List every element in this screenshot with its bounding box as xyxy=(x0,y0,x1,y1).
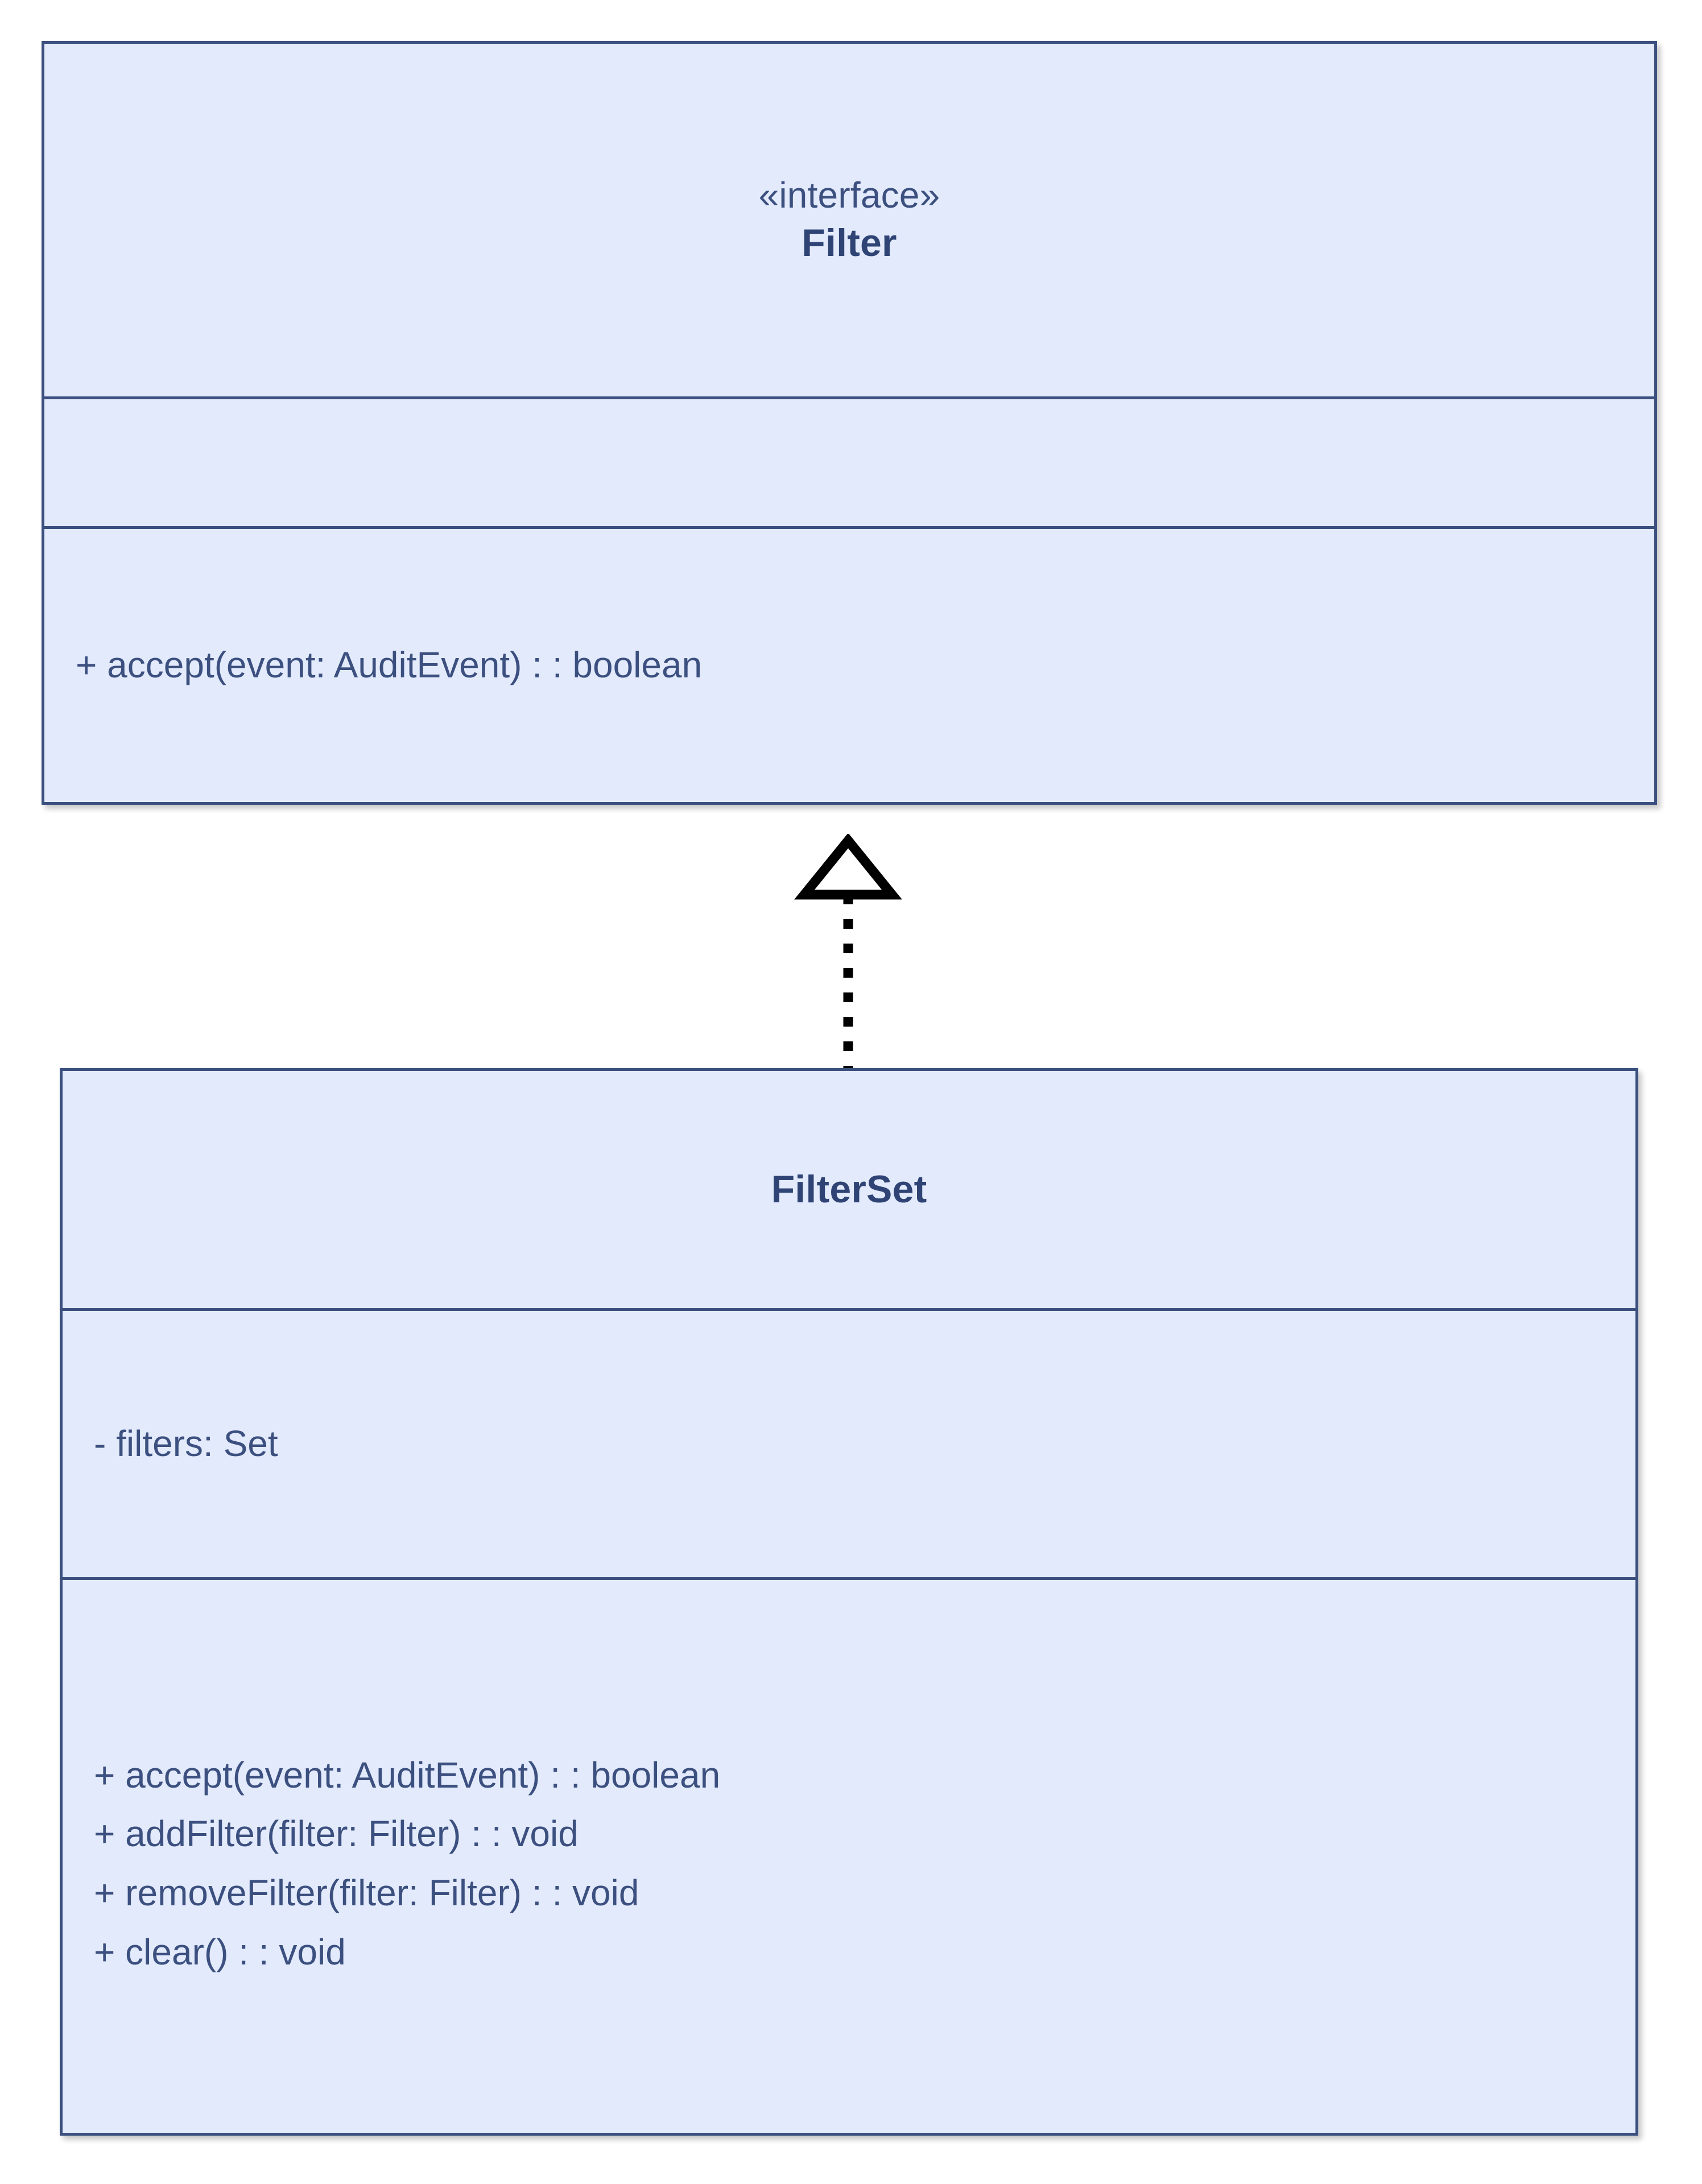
realization-connector xyxy=(794,834,902,1068)
operation-item: + accept(event: AuditEvent) : : boolean xyxy=(76,644,703,686)
operation-item: + addFilter(filter: Filter) : : void xyxy=(94,1813,579,1855)
operation-item: + removeFilter(filter: Filter) : : void xyxy=(94,1872,639,1913)
uml-class-filter[interactable]: «interface» Filter + accept(event: Audit… xyxy=(42,41,1657,805)
class-header-filterset: FilterSet xyxy=(63,1071,1635,1308)
hollow-triangle-arrowhead xyxy=(794,834,902,900)
class-name-label: Filter xyxy=(802,221,897,265)
attribute-item: - filters: Set xyxy=(94,1423,278,1465)
uml-class-filterset[interactable]: FilterSet - filters: Set + accept(event:… xyxy=(60,1068,1638,2136)
operations-compartment-filterset: + accept(event: AuditEvent) : : boolean … xyxy=(63,1577,1635,2133)
attributes-compartment-filterset: - filters: Set xyxy=(63,1308,1635,1577)
operations-compartment-filter: + accept(event: AuditEvent) : : boolean xyxy=(44,526,1654,802)
stereotype-label: «interface» xyxy=(758,174,940,216)
class-header-filter: «interface» Filter xyxy=(44,44,1654,396)
attributes-compartment-filter xyxy=(44,396,1654,526)
class-name-label: FilterSet xyxy=(771,1167,927,1211)
operation-item: + clear() : : void xyxy=(94,1931,346,1972)
operation-item: + accept(event: AuditEvent) : : boolean xyxy=(94,1754,721,1796)
